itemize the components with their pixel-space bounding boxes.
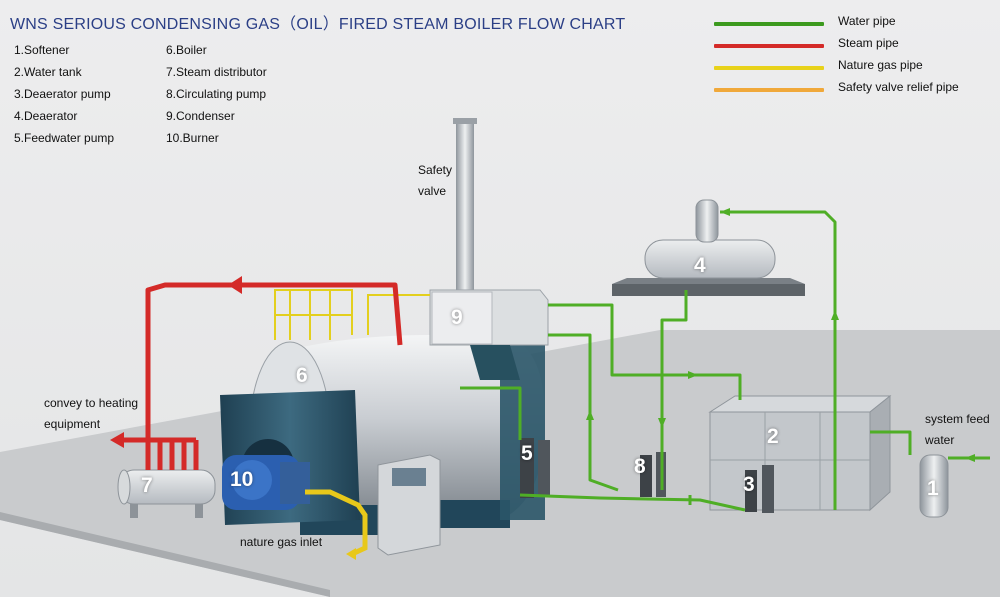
legend-label: Steam pipe (838, 36, 899, 50)
feedwater-pump (520, 438, 534, 498)
softener (919, 454, 949, 518)
water-pipe (460, 210, 990, 512)
component-item: 3.Deaerator pump (14, 87, 111, 101)
component-item: 6.Boiler (166, 43, 207, 57)
component-item: 7.Steam distributor (166, 65, 267, 79)
number-feedwater-pump: 5 (521, 442, 533, 465)
number-burner: 10 (230, 468, 254, 491)
circulating-pump (640, 455, 652, 497)
component-item: 1.Softener (14, 43, 70, 57)
number-water-tank: 2 (767, 425, 779, 448)
steam-distributor (119, 469, 216, 505)
floor-platform-edge (0, 512, 330, 597)
number-circulating-pump: 8 (634, 455, 646, 478)
legend-label: Safety valve relief pipe (838, 80, 959, 94)
number-steam-distributor: 7 (141, 474, 153, 497)
number-condenser: 9 (451, 306, 463, 329)
legend-swatch (714, 88, 824, 92)
component-item: 2.Water tank (14, 65, 82, 79)
number-deaerator-pump: 3 (743, 473, 755, 496)
number-softener: 1 (927, 477, 939, 500)
deaerator-tank (644, 239, 776, 279)
legend-swatch (714, 44, 824, 48)
chimney (456, 120, 474, 290)
component-list-right: 6.Boiler 7.Steam distributor 8.Circulati… (166, 39, 267, 149)
legend-label: Water pipe (838, 14, 896, 28)
railings (274, 289, 430, 340)
component-item: 10.Burner (166, 131, 219, 145)
component-item: 4.Deaerator (14, 109, 78, 123)
component-item: 8.Circulating pump (166, 87, 267, 101)
system-feed-label: system feed water (925, 412, 990, 447)
safety-valve-label: Safety valve (418, 163, 453, 198)
component-list-left: 1.Softener 2.Water tank 3.Deaerator pump… (14, 39, 114, 149)
water-tank (709, 411, 871, 511)
steam-pipe (120, 282, 403, 470)
number-boiler: 6 (296, 364, 308, 387)
component-item: 5.Feedwater pump (14, 131, 115, 145)
chart-title: WNS SERIOUS CONDENSING GAS（OIL）FIRED STE… (10, 16, 626, 33)
component-item: 9.Condenser (166, 109, 235, 123)
deaerator-platform (612, 284, 805, 296)
legend-swatch (714, 22, 824, 26)
legend-swatch (714, 66, 824, 70)
legend-label: Nature gas pipe (838, 58, 923, 72)
deaerator-pump (745, 470, 757, 512)
number-deaerator: 4 (694, 254, 706, 277)
convey-label: convey to heating equipment (44, 396, 139, 431)
gas-inlet-label: nature gas inlet (240, 535, 323, 549)
gas-pipe (305, 489, 368, 558)
